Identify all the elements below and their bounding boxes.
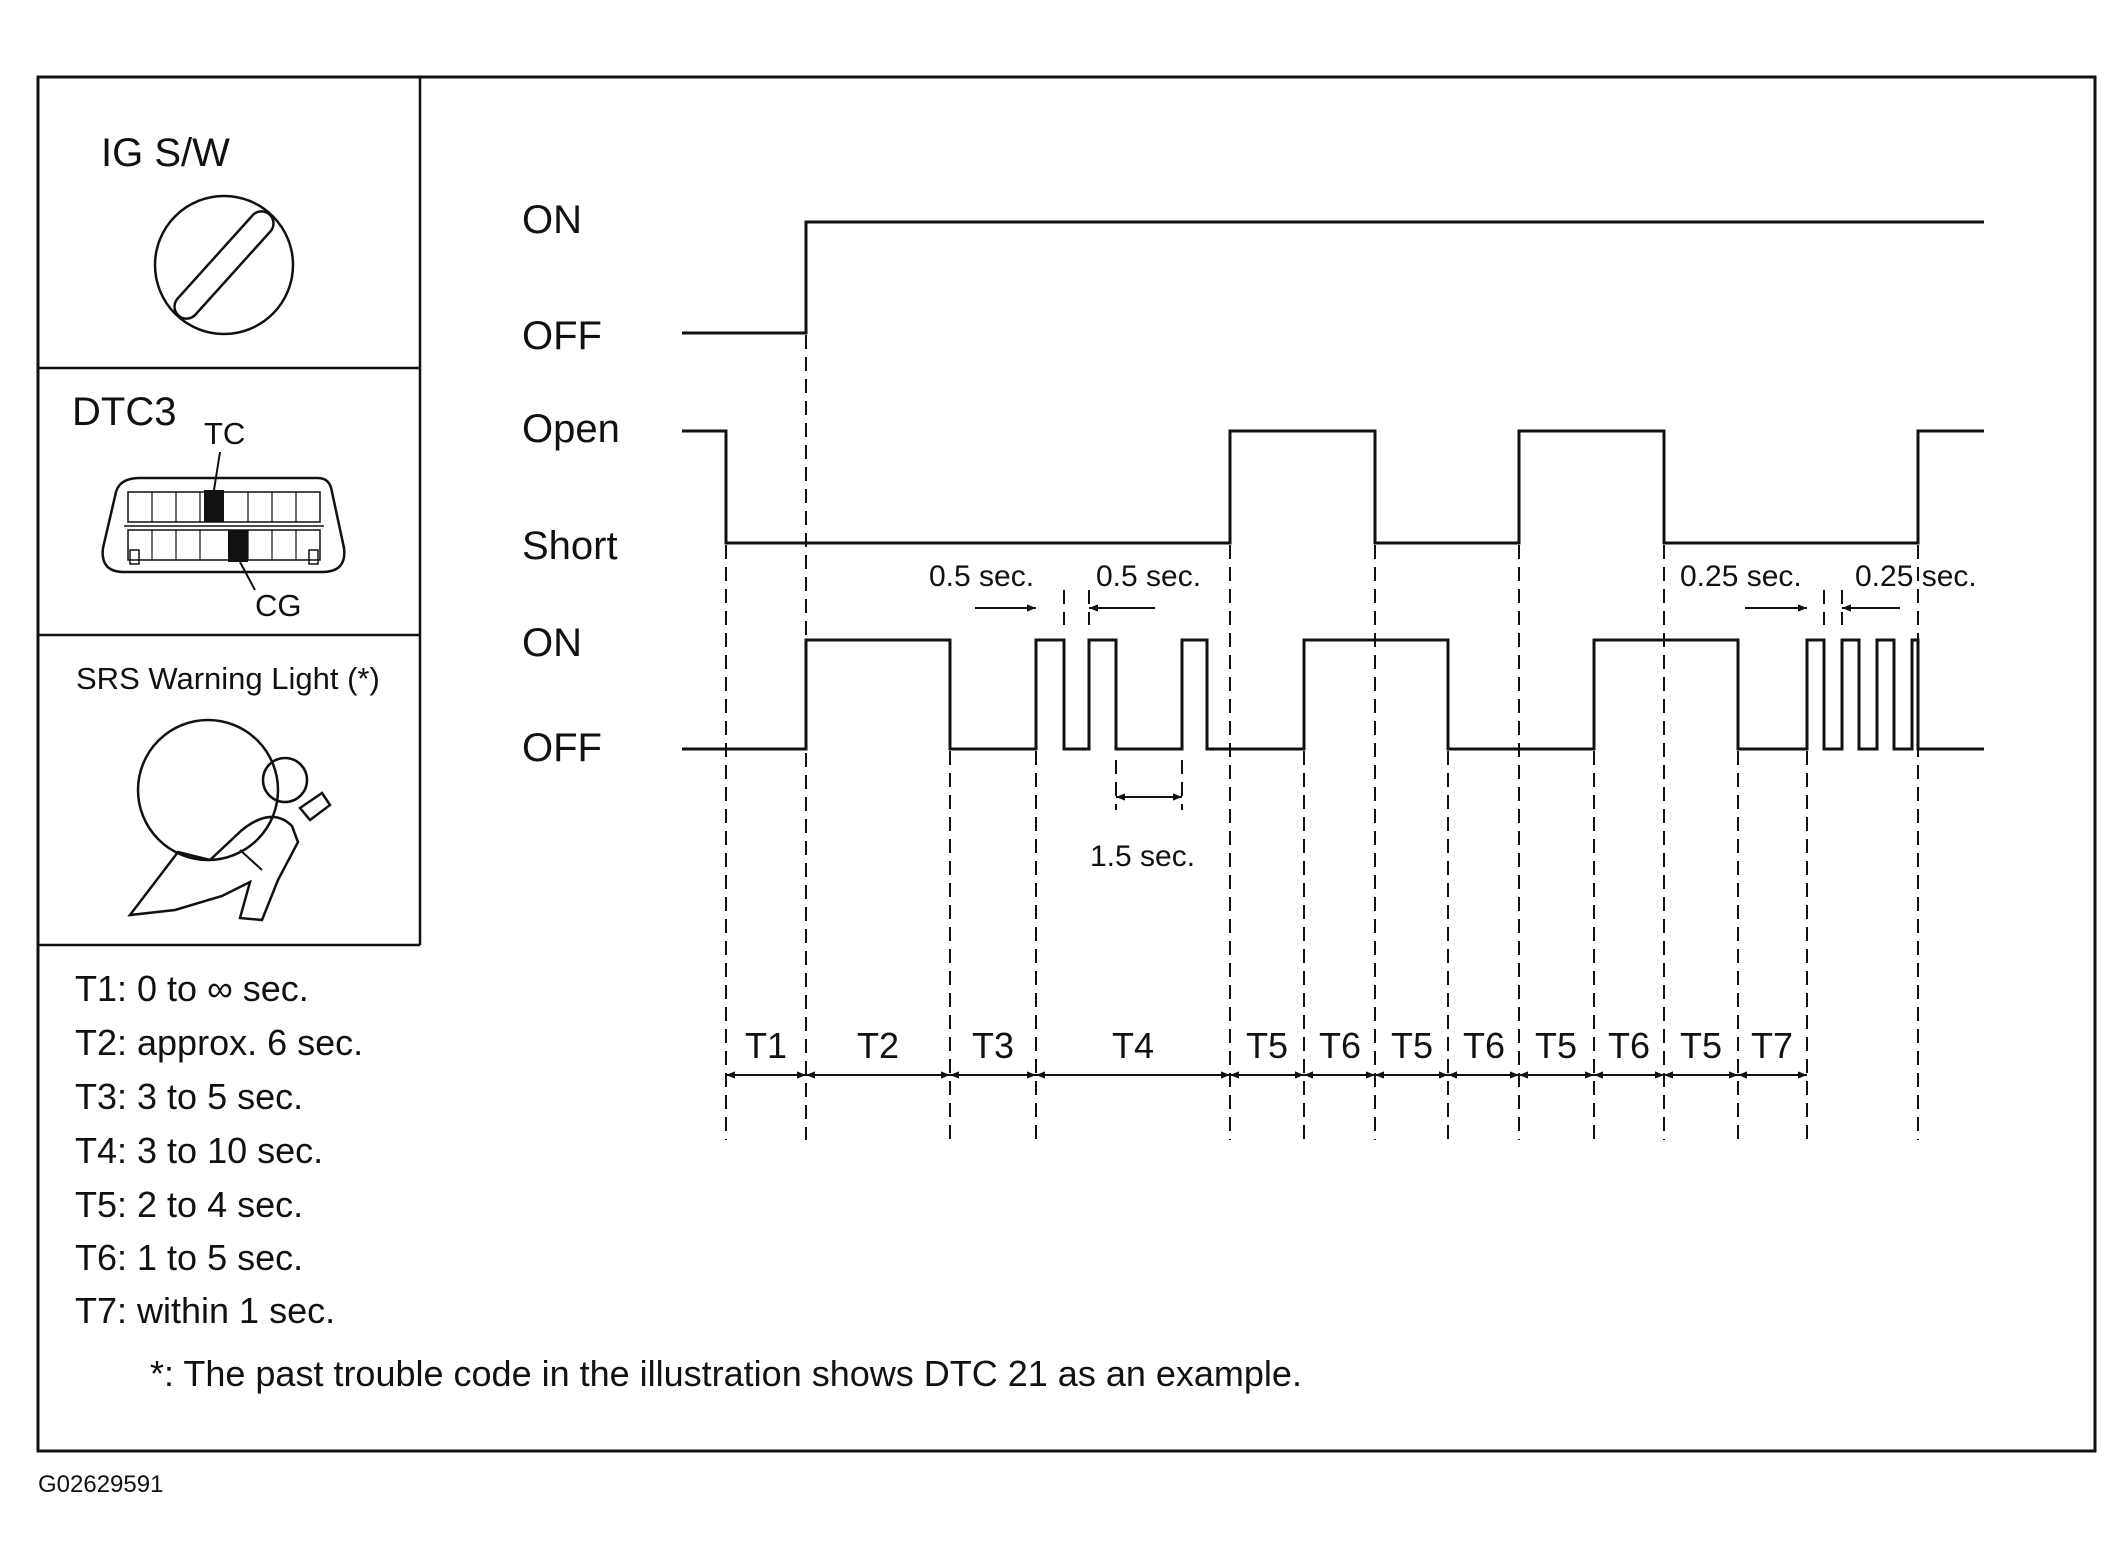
period-labels: T1 T2 T3 T4 T5 T6 T5 T6 T5 T6 T5 T7 bbox=[745, 1025, 1793, 1066]
period-label: T5 bbox=[1680, 1025, 1722, 1066]
legend-item: T2: approx. 6 sec. bbox=[75, 1022, 363, 1063]
period-label: T6 bbox=[1319, 1025, 1361, 1066]
ig-switch-waveform bbox=[682, 220, 1984, 335]
dim-label-1-5-sec: 1.5 sec. bbox=[1090, 840, 1195, 873]
dim-label-0-5-sec-b: 0.5 sec. bbox=[1096, 560, 1201, 593]
tc-terminal-label: TC bbox=[204, 416, 245, 451]
dtc3-terminal-waveform bbox=[682, 429, 1984, 545]
dim-label-0-5-sec-a: 0.5 sec. bbox=[929, 560, 1034, 593]
period-label: T6 bbox=[1463, 1025, 1505, 1066]
legend-item: T6: 1 to 5 sec. bbox=[75, 1237, 303, 1278]
dlc3-connector-icon bbox=[101, 451, 346, 591]
period-label: T5 bbox=[1246, 1025, 1288, 1066]
srs-on-state-label: ON bbox=[522, 621, 582, 665]
period-label: T2 bbox=[857, 1025, 899, 1066]
period-label: T5 bbox=[1391, 1025, 1433, 1066]
dtc-short-state-label: Short bbox=[522, 524, 618, 568]
legend-item: T3: 3 to 5 sec. bbox=[75, 1076, 303, 1117]
outer-frame bbox=[36, 75, 2097, 1453]
period-label: T1 bbox=[745, 1025, 787, 1066]
cg-terminal-label: CG bbox=[255, 588, 302, 623]
srs-warning-light-title: SRS Warning Light (*) bbox=[76, 661, 380, 696]
dim-label-0-25-sec-b: 0.25 sec. bbox=[1855, 560, 1977, 593]
period-label: T4 bbox=[1112, 1025, 1154, 1066]
ig-on-state-label: ON bbox=[522, 198, 582, 242]
legend-item: T1: 0 to ∞ sec. bbox=[75, 968, 309, 1009]
ignition-switch-icon bbox=[153, 194, 295, 336]
period-label: T6 bbox=[1608, 1025, 1650, 1066]
srs-warning-light-waveform bbox=[682, 638, 1984, 751]
srs-off-state-label: OFF bbox=[522, 726, 602, 770]
period-label: T3 bbox=[972, 1025, 1014, 1066]
period-label: T7 bbox=[1751, 1025, 1793, 1066]
dim-label-0-25-sec-a: 0.25 sec. bbox=[1680, 560, 1802, 593]
period-legend: T1: 0 to ∞ sec. T2: approx. 6 sec. T3: 3… bbox=[75, 968, 363, 1331]
dtc3-title: DTC3 bbox=[72, 390, 176, 434]
ig-off-state-label: OFF bbox=[522, 314, 602, 358]
legend-item: T5: 2 to 4 sec. bbox=[75, 1184, 303, 1225]
figure-code: G02629591 bbox=[38, 1471, 163, 1498]
footnote: *: The past trouble code in the illustra… bbox=[150, 1353, 1302, 1394]
airbag-warning-icon bbox=[127, 718, 332, 922]
pulse-dimension-arrows bbox=[975, 604, 1900, 801]
legend-item: T7: within 1 sec. bbox=[75, 1290, 335, 1331]
period-label: T5 bbox=[1535, 1025, 1577, 1066]
ig-switch-title: IG S/W bbox=[101, 131, 230, 175]
dtc-open-state-label: Open bbox=[522, 407, 620, 451]
time-marker-lines bbox=[725, 335, 1919, 1140]
legend-item: T4: 3 to 10 sec. bbox=[75, 1130, 323, 1171]
